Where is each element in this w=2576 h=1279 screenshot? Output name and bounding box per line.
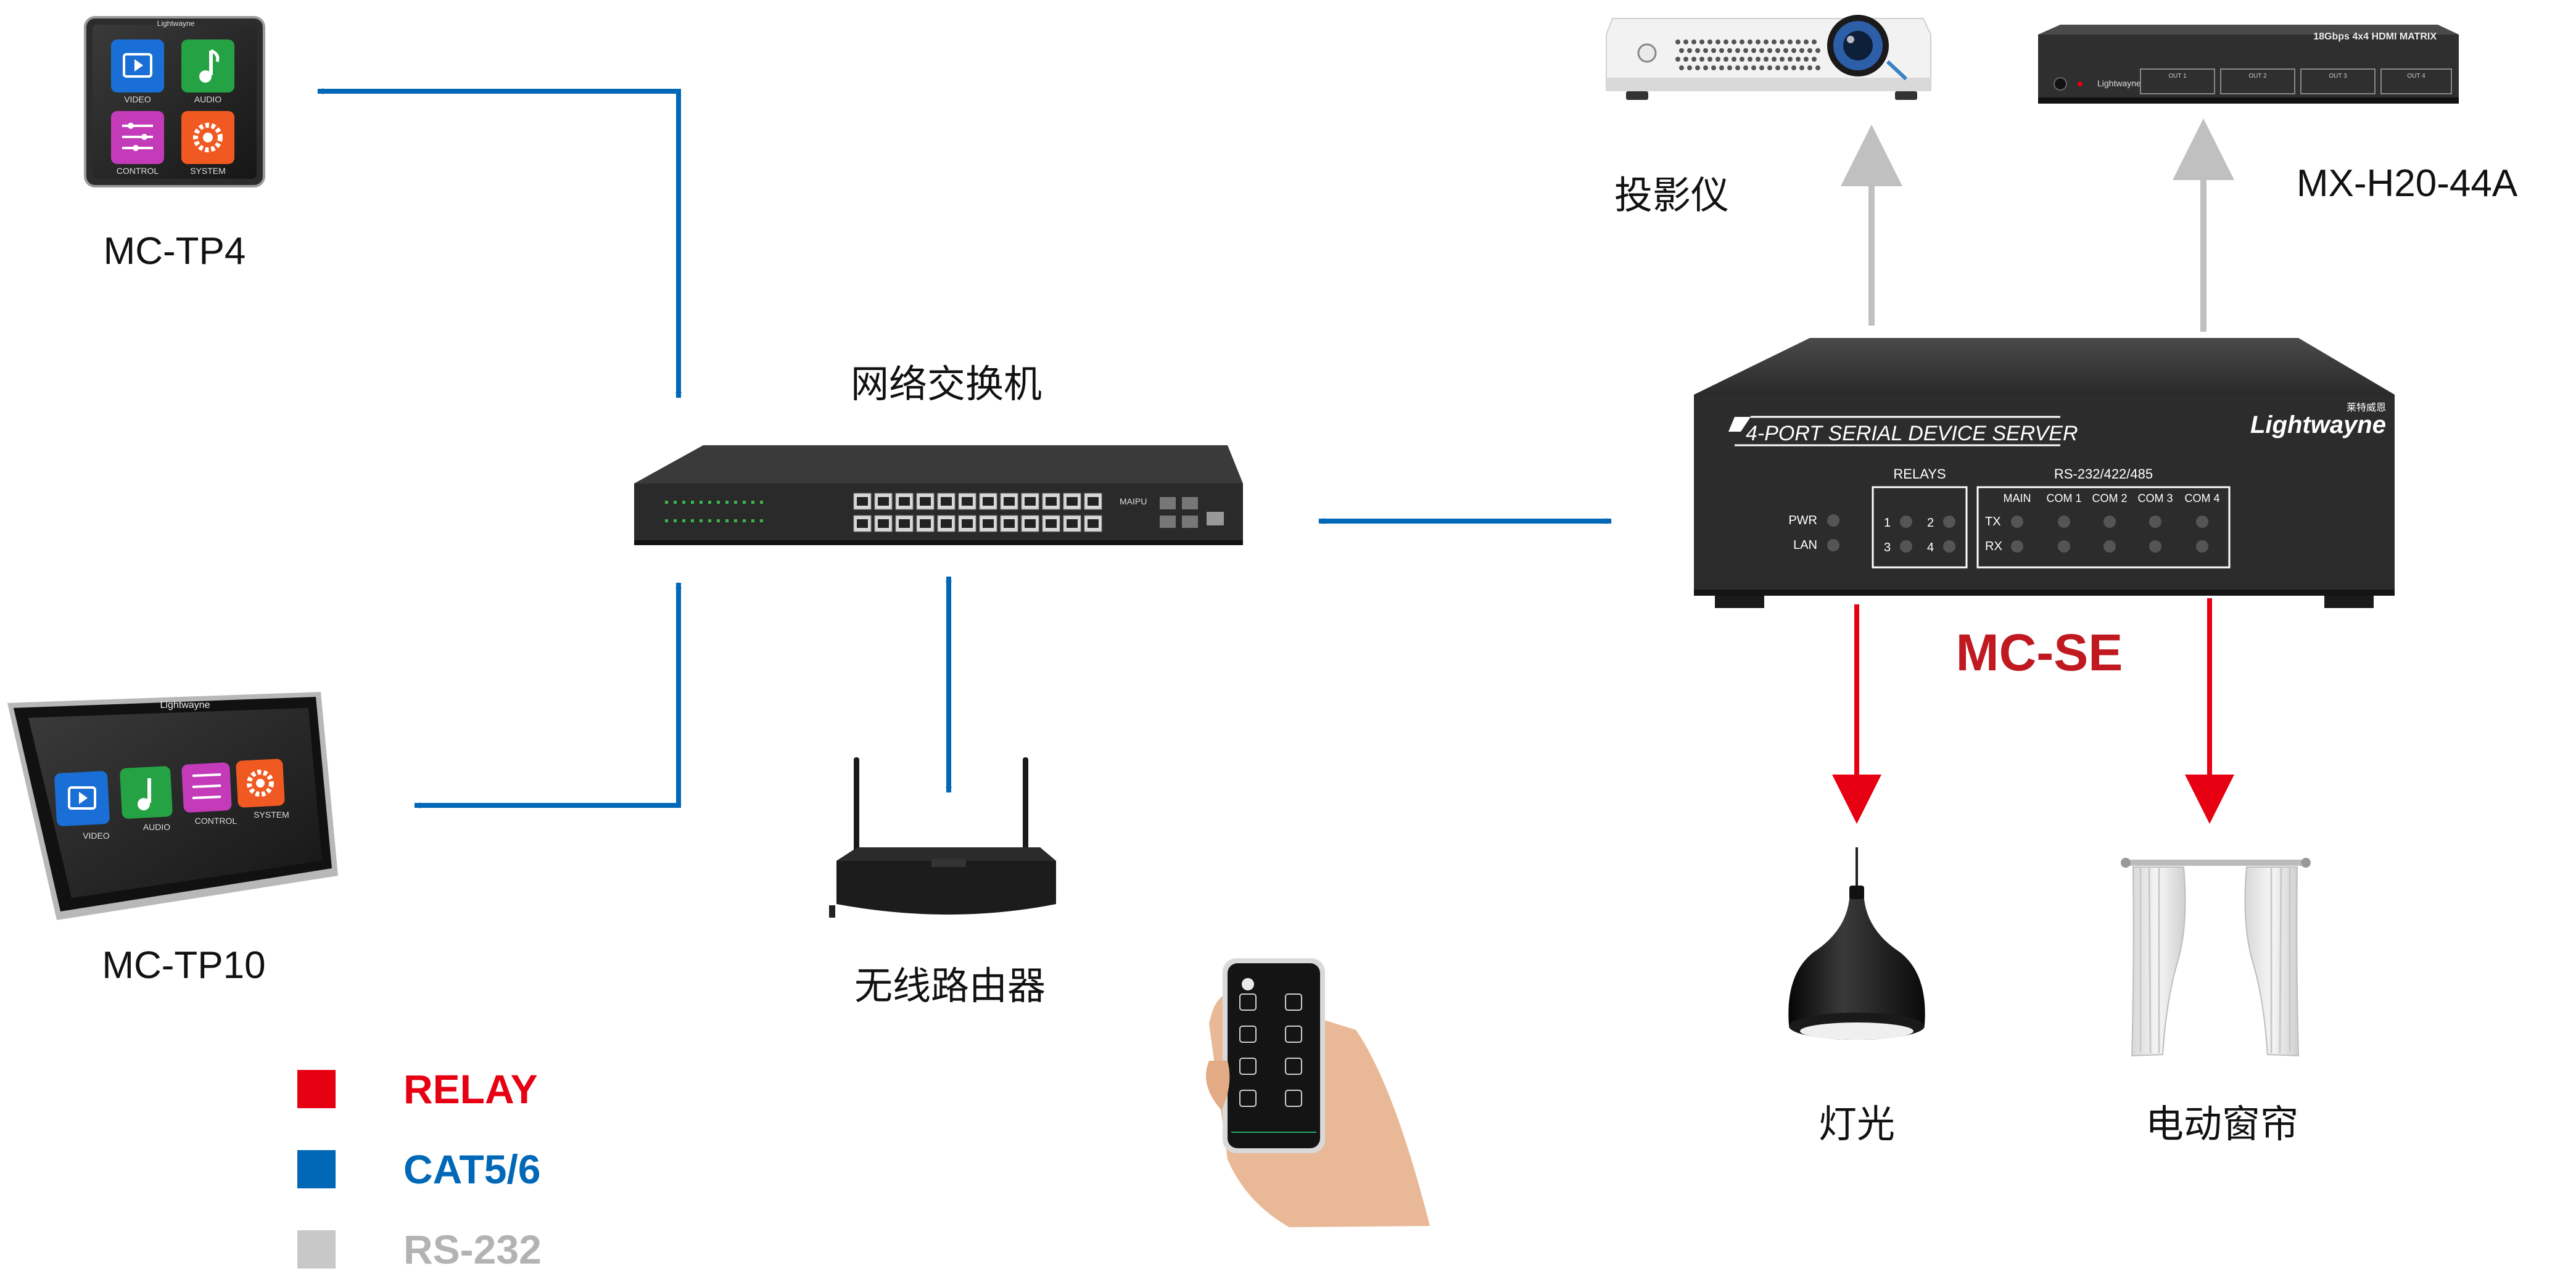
svg-text:COM 3: COM 3 <box>2137 492 2173 504</box>
wireless-router-device <box>829 757 1056 918</box>
svg-text:4: 4 <box>1927 541 1934 554</box>
pendant-lamp-device <box>1788 847 1925 1040</box>
server-brand: Lightwayne <box>2250 411 2386 438</box>
svg-text:COM 1: COM 1 <box>2046 492 2081 504</box>
svg-text:COM 4: COM 4 <box>2184 492 2219 504</box>
label-mc-tp4: MC-TP4 <box>103 230 246 273</box>
legend-swatch-rs232 <box>297 1230 336 1269</box>
svg-text:CONTROL: CONTROL <box>117 166 159 176</box>
switch-sfp-ports <box>1160 497 1224 528</box>
rs-header: RS-232/422/485 <box>2054 466 2153 482</box>
svg-text:OUT 3: OUT 3 <box>2329 73 2347 80</box>
svg-text:VIDEO: VIDEO <box>124 94 151 104</box>
label-light: 灯光 <box>1818 1101 1896 1146</box>
svg-text:1: 1 <box>1884 516 1891 530</box>
tp10-app-control: CONTROL <box>181 762 237 826</box>
svg-text:PWR: PWR <box>1788 514 1817 527</box>
svg-text:MAIN: MAIN <box>2004 492 2031 504</box>
tp10-brand: Lightwayne <box>160 700 210 710</box>
label-mc-se: MC-SE <box>1955 623 2123 681</box>
legend-label-rs232: RS-232 <box>403 1227 542 1272</box>
svg-text:COM 2: COM 2 <box>2092 492 2127 504</box>
label-switch: 网络交换机 <box>850 361 1042 406</box>
svg-text:SYSTEM: SYSTEM <box>190 166 226 176</box>
switch-port <box>1084 493 1102 510</box>
switch-brand: MAIPU <box>1120 496 1147 506</box>
cat-link-tp10-switch <box>414 582 682 808</box>
svg-text:2: 2 <box>1927 516 1934 530</box>
hdmi-matrix-device: 18Gbps 4x4 HDMI MATRIX Lightwayne OUT 1 … <box>2038 25 2459 104</box>
svg-text:SYSTEM: SYSTEM <box>254 810 289 820</box>
switch-port <box>853 493 872 510</box>
server-brand-cn: 莱特威恩 <box>2347 402 2386 413</box>
legend-item-rs232: RS-232 <box>297 1226 542 1273</box>
server-port-leds <box>2011 516 2208 553</box>
mc-se-serial-server: 4-PORT SERIAL DEVICE SERVER Lightwayne 莱… <box>1694 338 2395 608</box>
svg-text:CONTROL: CONTROL <box>195 816 237 826</box>
tp4-app-control: CONTROL <box>111 111 164 176</box>
label-curtain: 电动窗帘 <box>2145 1101 2299 1146</box>
mc-tp4-device: Lightwayne VIDEO AUDIO CONTROL SYSTE <box>84 16 265 187</box>
svg-text:RX: RX <box>1985 540 2002 553</box>
legend-item-relay: RELAY <box>297 1066 538 1112</box>
matrix-out-blocks <box>2140 68 2452 94</box>
server-title: 4-PORT SERIAL DEVICE SERVER <box>1746 422 2078 445</box>
svg-text:TX: TX <box>1985 515 2001 528</box>
svg-text:OUT 1: OUT 1 <box>2168 73 2187 80</box>
relays-header: RELAYS <box>1893 466 1946 482</box>
svg-text:AUDIO: AUDIO <box>143 822 170 832</box>
svg-text:OUT 2: OUT 2 <box>2248 73 2267 80</box>
network-switch-device: MAIPU <box>634 445 1243 545</box>
tp10-app-audio: AUDIO <box>120 766 173 832</box>
svg-text:VIDEO: VIDEO <box>83 831 110 841</box>
label-matrix: MX-H20-44A <box>2296 162 2518 205</box>
tp10-app-video: VIDEO <box>54 771 110 841</box>
curtain-device <box>2121 858 2311 1057</box>
label-projector: 投影仪 <box>1614 173 1730 218</box>
switch-status-leds <box>665 501 763 522</box>
smartphone-app-device <box>1206 958 1430 1227</box>
switch-ethernet-ports <box>853 493 1102 532</box>
projector-device <box>1606 15 1931 100</box>
svg-text:LAN: LAN <box>1793 538 1817 552</box>
matrix-brand: Lightwayne <box>2097 78 2141 88</box>
legend-swatch-relay <box>297 1070 336 1108</box>
tp4-app-system: SYSTEM <box>181 111 234 176</box>
tp4-app-audio: AUDIO <box>181 39 234 104</box>
label-router: 无线路由器 <box>854 963 1046 1008</box>
legend-label-relay: RELAY <box>403 1066 538 1112</box>
projector-vents <box>1675 39 1820 70</box>
matrix-title: 18Gbps 4x4 HDMI MATRIX <box>2313 31 2437 42</box>
tp10-app-system: SYSTEM <box>236 759 289 820</box>
cat-link-tp4-switch <box>317 88 682 398</box>
legend-swatch-cat <box>297 1150 336 1188</box>
svg-text:3: 3 <box>1884 541 1891 554</box>
tp4-brand: Lightwayne <box>157 19 195 28</box>
phone-app-buttons <box>1239 993 1302 1107</box>
label-mc-tp10: MC-TP10 <box>102 944 266 987</box>
legend-label-cat: CAT5/6 <box>403 1146 541 1192</box>
tp4-app-video: VIDEO <box>111 39 164 104</box>
mc-tp10-device: Lightwayne VIDEO AUDIO CONTROL SYSTEM <box>7 692 338 920</box>
legend-item-cat: CAT5/6 <box>297 1146 541 1193</box>
svg-text:AUDIO: AUDIO <box>194 94 221 104</box>
svg-text:OUT 4: OUT 4 <box>2407 73 2425 80</box>
